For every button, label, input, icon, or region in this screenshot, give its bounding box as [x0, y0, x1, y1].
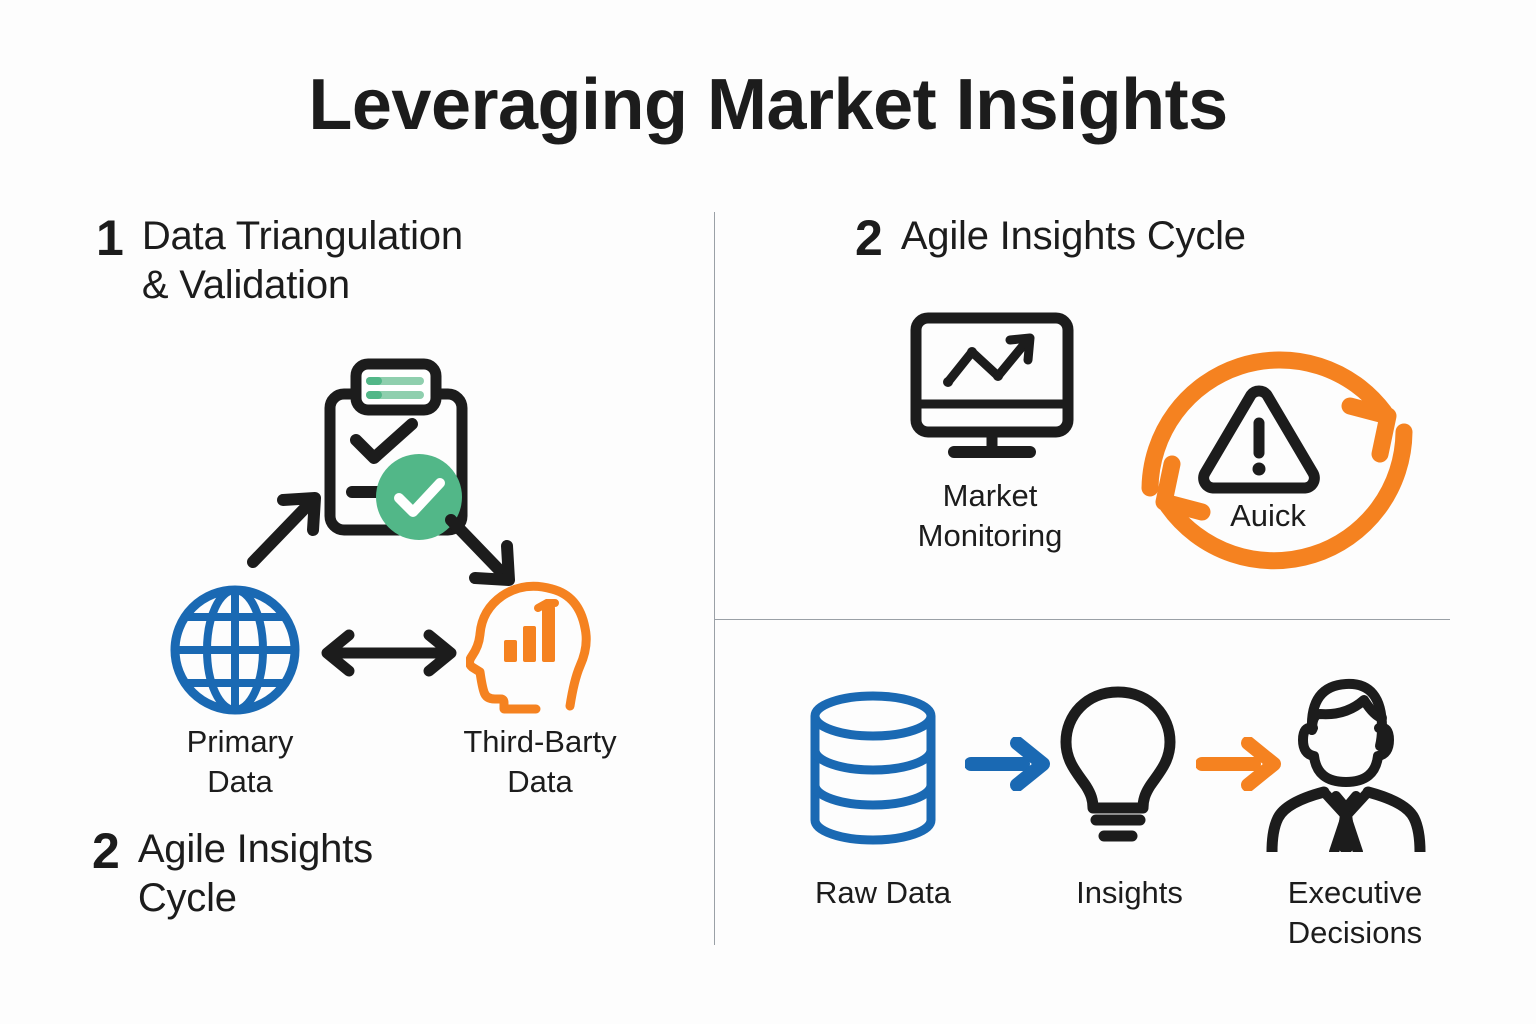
label-primary-data-line2: Data — [207, 763, 273, 799]
label-market-monitoring: Market Monitoring — [880, 476, 1100, 555]
warning-triangle-icon — [1198, 385, 1320, 494]
section-number-1: 1 — [96, 210, 124, 266]
label-executive-decisions-line2: Decisions — [1287, 914, 1423, 950]
arrow-globe-head-bidirectional — [321, 629, 457, 677]
horizontal-divider — [714, 619, 1450, 620]
label-raw-data: Raw Data — [814, 875, 952, 910]
section-title-2: Agile Insights Cycle — [900, 214, 1246, 258]
monitor-trend-icon — [910, 312, 1074, 458]
section-number-2: 2 — [855, 210, 883, 266]
green-check-badge — [376, 454, 462, 540]
label-third-party-data-line1: Third-Barty — [463, 724, 617, 759]
section-number-3: 2 — [92, 823, 120, 879]
arrow-globe-to-clipboard — [247, 492, 321, 568]
lightbulb-icon — [1060, 686, 1176, 842]
section-title-3-line1: Agile Insights — [137, 827, 373, 871]
label-quick: Auick — [1230, 498, 1306, 533]
section-heading-3: 2 Agile Insights Cycle — [92, 825, 522, 923]
globe-icon — [170, 585, 300, 715]
label-insights: Insights — [1076, 875, 1183, 910]
label-market-monitoring-line1: Market — [942, 478, 1038, 513]
label-executive-decisions-line1: Executive — [1287, 875, 1423, 910]
label-primary-data-line1: Primary — [186, 724, 294, 759]
database-icon — [810, 691, 936, 845]
arrow-clipboard-to-head — [445, 514, 515, 586]
page-title: Leveraging Market Insights — [308, 65, 1228, 145]
label-primary-data: Primary Data — [130, 722, 350, 801]
label-third-party-data: Third-Barty Data — [410, 722, 670, 801]
section-title-3: Agile Insights Cycle — [138, 825, 373, 923]
arrow-insights-to-executive — [1196, 737, 1281, 791]
section-heading-1: 1 Data Triangulation & Validation — [96, 212, 656, 310]
section-title-1: Data Triangulation & Validation — [142, 212, 463, 310]
label-executive-decisions: Executive Decisions — [1245, 873, 1465, 952]
section-title-3-line2: Cycle — [137, 875, 237, 920]
section-title-1-line2: & Validation — [141, 262, 350, 307]
head-bar-chart-icon — [466, 581, 591, 714]
section-title-1-line1: Data Triangulation — [141, 214, 463, 258]
label-market-monitoring-line2: Monitoring — [917, 517, 1063, 553]
vertical-divider — [714, 212, 715, 945]
circular-refresh-arrows — [1141, 351, 1413, 570]
section-heading-2: 2 Agile Insights Cycle — [855, 212, 1415, 264]
label-third-party-data-line2: Data — [507, 763, 573, 799]
businessman-icon — [1266, 678, 1426, 852]
arrow-rawdata-to-insights — [965, 737, 1050, 791]
